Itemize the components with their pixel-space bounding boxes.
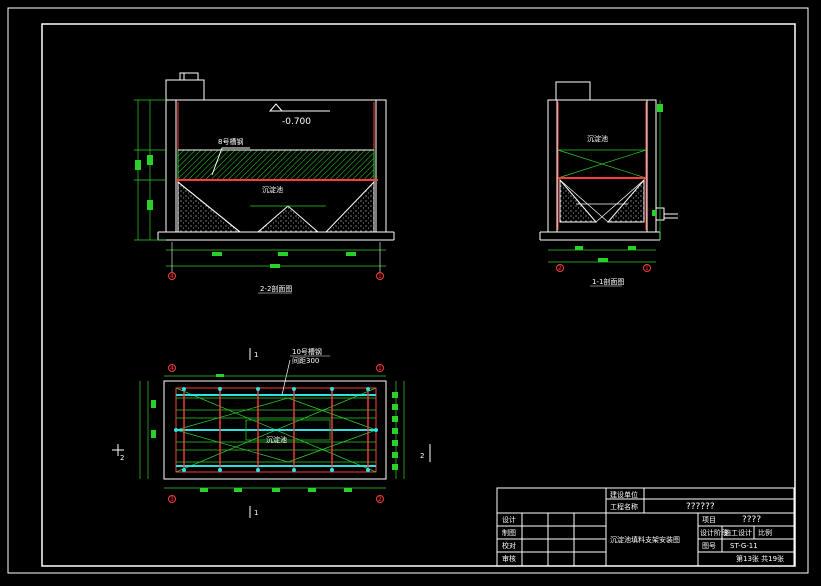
section-2-2: -0.700 8号槽钢 沉淀池 (134, 72, 395, 294)
row-design: 设计 (502, 515, 516, 524)
stage-value: 施工设计 (724, 528, 752, 537)
side-mark-right: 2 (420, 452, 424, 460)
plan-outer-wall (163, 380, 387, 480)
cut-mark-bottom: 1 (254, 509, 258, 517)
side-mark-left: 2 (120, 454, 124, 462)
page-info: 第13张 共19张 (736, 554, 784, 563)
left-wall (165, 99, 177, 233)
axis-a-right: 1 (378, 273, 382, 280)
right-wall (375, 99, 387, 233)
axis-plan-tr: 1 (378, 365, 382, 372)
project-label: 工程名称 (610, 502, 638, 511)
sheet-label: 图号 (702, 542, 716, 550)
project-value: ?????? (686, 502, 715, 512)
axis-b-right: 1 (645, 265, 649, 272)
outer-frame (7, 7, 809, 574)
inner-frame (41, 23, 796, 567)
sheet-value: ST-G-11 (730, 542, 758, 550)
row-review: 审核 (502, 554, 516, 563)
row-draw: 制图 (502, 528, 516, 537)
stage-label: 设计阶段 (700, 528, 728, 537)
tank-label-plan: 沉淀池 (266, 435, 287, 444)
axis-plan-br: 2 (378, 496, 382, 503)
item-label: 项目 (702, 516, 716, 524)
steel-label-plan: 10号槽钢 (292, 347, 322, 356)
left-wall-top (165, 79, 205, 101)
axis-a-left: 4 (170, 273, 174, 280)
unit-label: 建设单位 (610, 490, 638, 499)
packing-layer (177, 149, 375, 181)
elevation-label: -0.700 (282, 117, 311, 127)
scale-label: 比例 (758, 528, 772, 537)
axis-plan-tl: 4 (170, 365, 174, 372)
hopper-right (324, 180, 375, 233)
row-check: 校对 (502, 541, 516, 550)
tank-label-a: 沉淀池 (262, 185, 283, 194)
drawing-name: 沉淀池填料支架安装图 (610, 535, 680, 544)
axis-plan-bl: 3 (170, 496, 174, 503)
plan-view: 沉淀池 10号槽钢 间距300 1 1 2 2 (112, 347, 431, 518)
tank-label-b: 沉淀池 (587, 134, 608, 143)
section-a-title: 2-2剖面图 (260, 284, 292, 293)
axis-b-left: 2 (558, 265, 562, 272)
spacing-label-plan: 间距300 (292, 357, 319, 365)
section-1-1: 沉淀池 2 1 1-1剖面图 (539, 81, 678, 287)
section-b-title: 1-1剖面图 (592, 277, 624, 286)
hopper-middle (256, 205, 320, 233)
cut-mark-top: 1 (254, 351, 258, 359)
steel-label-a: 8号槽钢 (218, 137, 243, 146)
title-block: 建设单位 工程名称 ?????? 设计 制图 校对 审核 沉淀池填料支架安装图 … (496, 487, 795, 567)
item-value: ???? (742, 515, 761, 525)
